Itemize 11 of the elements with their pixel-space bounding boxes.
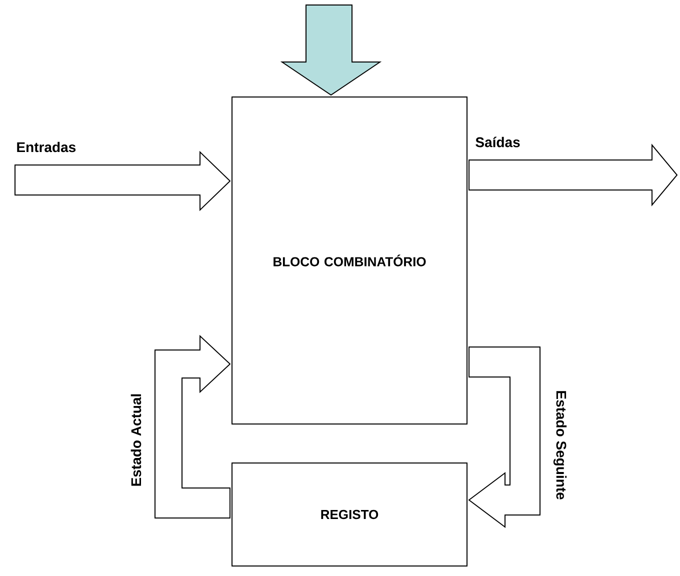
block-arrow — [280, 4, 382, 96]
block-arrow — [468, 144, 678, 206]
edge-label: Saídas — [476, 136, 520, 148]
edge-label: Entradas — [17, 142, 76, 152]
process-box: BLOCO COMBINATÓRIO — [232, 96, 468, 424]
edge-label: Estado Seguinte — [553, 391, 567, 500]
block-arrow — [468, 346, 540, 528]
block-arrow — [14, 150, 231, 212]
process-box: REGISTO — [232, 462, 468, 566]
edge-label: Estado Actual — [130, 394, 142, 486]
block-arrow — [154, 334, 231, 518]
